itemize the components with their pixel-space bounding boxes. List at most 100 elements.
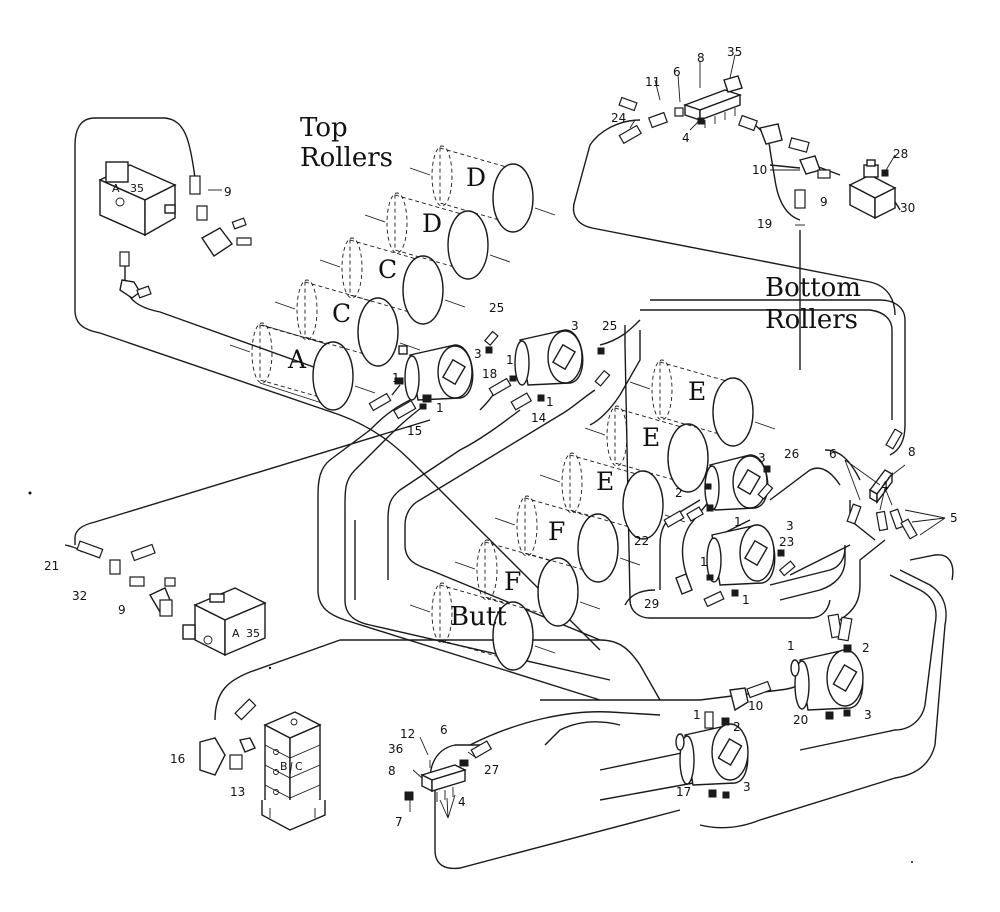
callout-1-top-left-a: 1 — [392, 371, 400, 385]
callout-10-lower: 10 — [748, 699, 763, 713]
leader-lines — [208, 54, 946, 819]
roller-c-upper — [319, 237, 466, 325]
cylinder-bottom-2 — [706, 524, 776, 586]
callout-16: 16 — [170, 752, 185, 766]
callout-21: 21 — [44, 559, 59, 573]
callout-1-lower-cyl: 1 — [693, 708, 701, 722]
roller-d-upper — [409, 145, 556, 233]
callout-28: 28 — [893, 147, 908, 161]
valve-lower-left-tag-a: A — [232, 627, 240, 640]
fittings — [76, 75, 918, 801]
callout-29: 29 — [644, 597, 659, 611]
roller-e-middle — [584, 405, 731, 493]
callout-17: 17 — [676, 785, 691, 799]
callout-12: 12 — [400, 727, 415, 741]
cylinder-top-2 — [514, 329, 584, 386]
callout-32: 32 — [72, 589, 87, 603]
butt-label: Butt — [450, 602, 507, 632]
callout-23: 23 — [779, 535, 794, 549]
callout-19: 19 — [757, 217, 772, 231]
callout-1-bottom-a: 1 — [734, 515, 742, 529]
roller-e-upper — [629, 359, 776, 447]
callout-36: 36 — [388, 742, 403, 756]
section-titles: Top Rollers Bottom Rollers — [300, 113, 861, 335]
callout-2-bottom: 2 — [675, 486, 683, 500]
callout-1-top-right-b: 1 — [546, 395, 554, 409]
roller-label-e-middle: E — [642, 423, 660, 452]
roller-label-e-lower: E — [596, 467, 614, 496]
callout-9-upper-left: 9 — [224, 185, 232, 199]
valve-upper-left-tag-a: A — [112, 182, 120, 195]
roller-f-upper — [494, 495, 641, 583]
valve-stack-tag-c: C — [295, 760, 303, 773]
valve-upper-left: A 35 — [98, 161, 177, 237]
callout-8-right: 8 — [908, 445, 916, 459]
callout-1-right-cyl: 1 — [787, 639, 795, 653]
roller-label-f-upper: F — [548, 517, 565, 546]
callout-5: 5 — [950, 511, 958, 525]
callout-9-lower-left: 9 — [118, 603, 126, 617]
roller-label-c-lower: C — [332, 299, 351, 328]
callout-3-lower-cyl: 3 — [743, 780, 751, 794]
bottom-rollers: F F E E E Butt — [409, 359, 776, 671]
callout-10-upper: 10 — [752, 163, 767, 177]
valve-lower-left: A 35 — [182, 587, 267, 657]
cylinder-lower-middle — [675, 723, 749, 786]
top-rollers-title-line1: Top — [300, 113, 348, 143]
bottom-rollers-title-line1: Bottom — [765, 273, 861, 303]
callout-13: 13 — [230, 785, 245, 799]
callout-25-left: 25 — [489, 301, 504, 315]
callout-8-lower: 8 — [388, 764, 396, 778]
callout-6-right: 6 — [829, 447, 837, 461]
callout-20: 20 — [793, 713, 808, 727]
callout-2-right-cyl: 2 — [862, 641, 870, 655]
hose-lines — [64, 117, 954, 870]
roller-label-e-upper: E — [688, 377, 706, 406]
roller-e-lower — [539, 452, 686, 540]
callout-3-right-cyl: 3 — [864, 708, 872, 722]
callout-1-top-left-b: 1 — [436, 401, 444, 415]
callout-26: 26 — [784, 447, 799, 461]
callout-11: 11 — [645, 75, 660, 89]
stray-dot-right — [911, 861, 913, 863]
callout-35-upper-right: 35 — [727, 45, 742, 59]
manifold-lower — [420, 764, 467, 802]
top-rollers: A C C D D — [229, 145, 556, 411]
callout-9-upper-right: 9 — [820, 195, 828, 209]
roller-label-d-upper: D — [466, 163, 486, 192]
roller-label-f-lower: F — [504, 567, 521, 596]
callout-14: 14 — [531, 411, 546, 425]
manifold-upper — [682, 89, 743, 128]
valve-upper-left-tag-35: 35 — [130, 182, 144, 195]
callout-4-right: 4 — [881, 479, 889, 493]
cylinder-top-1 — [398, 344, 474, 401]
callout-25-right: 25 — [602, 319, 617, 333]
roller-butt — [409, 582, 556, 671]
callout-numbers: 9 10 9 28 30 19 11 6 8 35 4 24 25 25 3 3… — [44, 45, 958, 829]
callout-2-lower-cyl: 2 — [733, 720, 741, 734]
roller-label-c-upper: C — [378, 255, 397, 284]
callout-1-top-mid: 1 — [506, 353, 514, 367]
callout-4-lower: 4 — [458, 795, 466, 809]
callout-18: 18 — [482, 367, 497, 381]
callout-15: 15 — [407, 424, 422, 438]
callout-3-bottom-a: 3 — [758, 451, 766, 465]
callout-4-upper: 4 — [682, 131, 690, 145]
callout-3-bottom-b: 3 — [786, 519, 794, 533]
stray-dot-mid — [268, 666, 272, 670]
roller-label-a: A — [287, 345, 307, 374]
manifold-right — [868, 469, 894, 505]
valve-stack: B C — [261, 711, 326, 831]
callout-8-upper: 8 — [697, 51, 705, 65]
valve-stack-tag-b: B — [280, 760, 288, 773]
callout-1-bottom-b: 1 — [700, 555, 708, 569]
roller-f-lower — [454, 539, 601, 627]
valve-upper-right — [848, 159, 897, 220]
callout-6-lower: 6 — [440, 723, 448, 737]
callout-7: 7 — [395, 815, 403, 829]
valve-lower-left-tag-35: 35 — [246, 627, 260, 640]
callout-3-top-left: 3 — [474, 347, 482, 361]
callout-27: 27 — [484, 763, 499, 777]
